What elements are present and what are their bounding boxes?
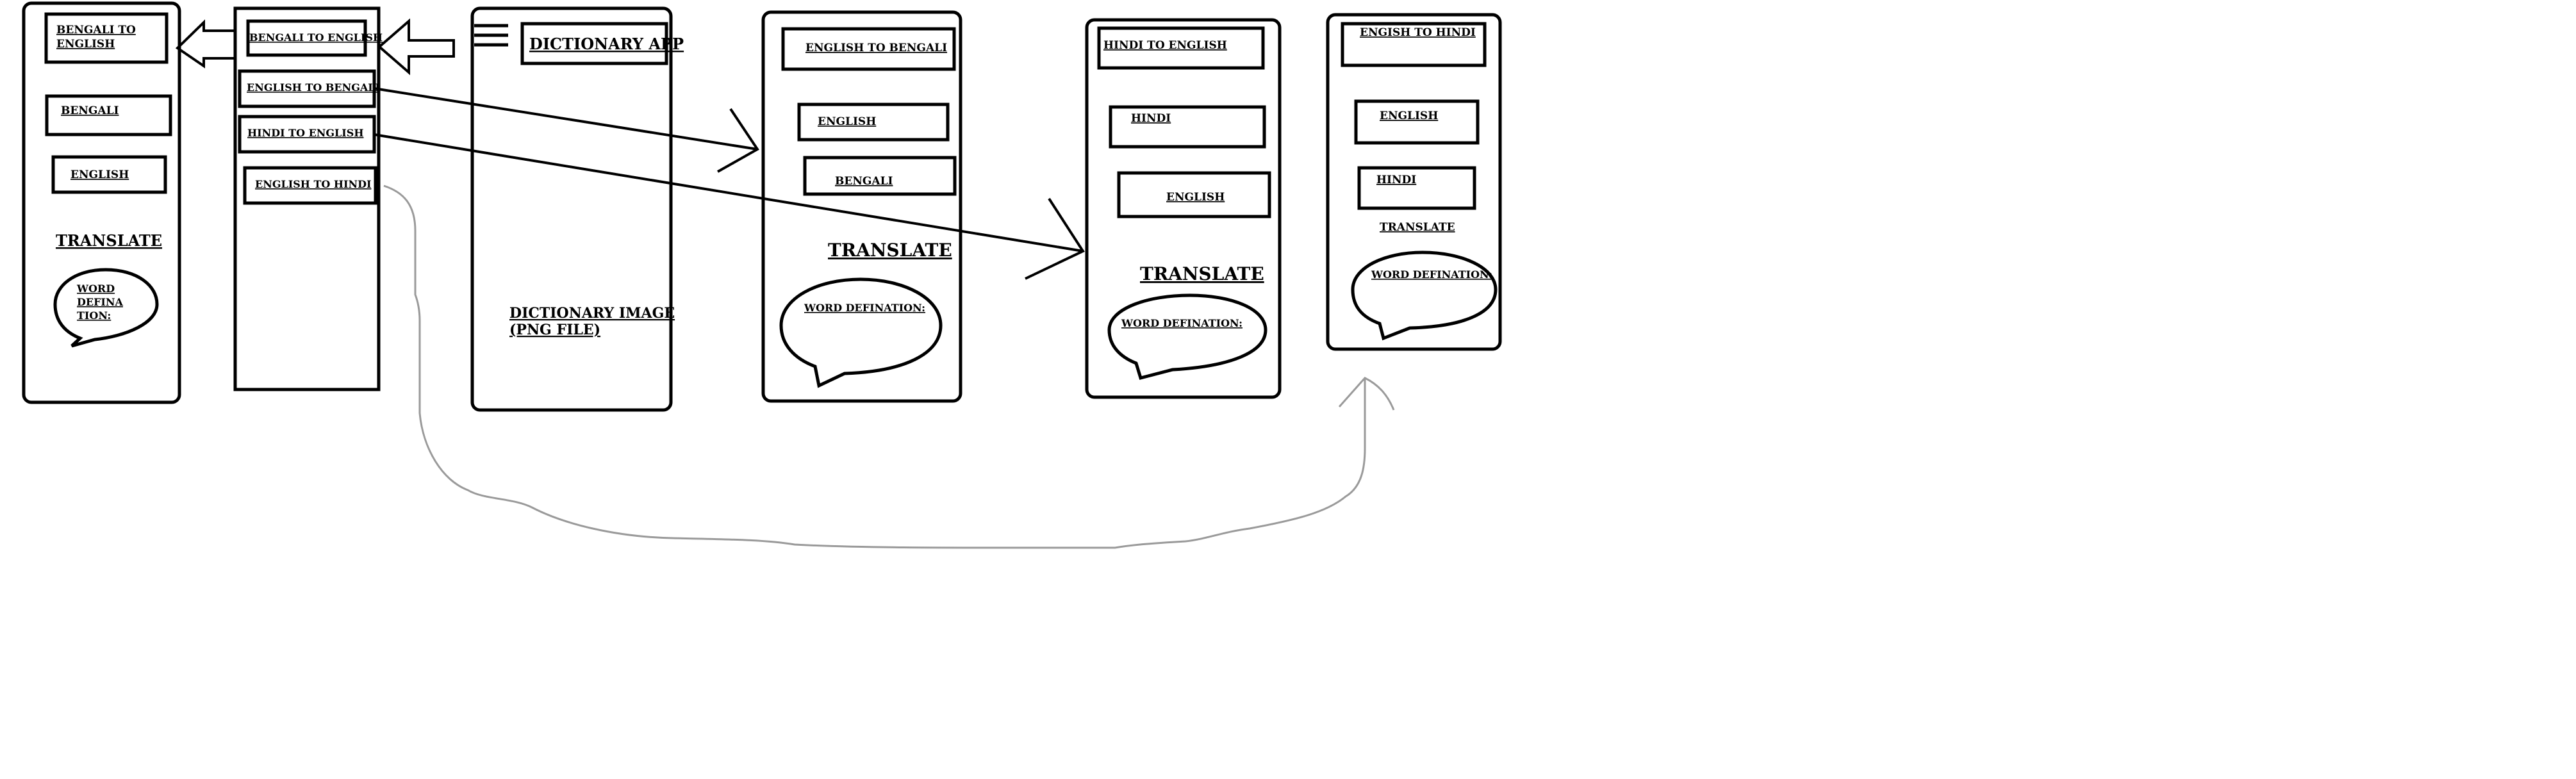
output-label: ENGLISH — [1166, 191, 1225, 204]
screen-title: ENGISH TO HINDI — [1360, 26, 1476, 39]
screen-home — [470, 6, 673, 412]
definition-bubble — [53, 268, 159, 348]
definition-label: WORD DEFINATION: — [804, 302, 925, 314]
definition-label: WORD DEFINATION: — [1121, 317, 1243, 329]
screen-title: ENGLISH TO BENGALI — [805, 42, 947, 54]
screen-title: HINDI TO ENGLISH — [1103, 39, 1227, 52]
screen-hindi-to-english — [1085, 18, 1282, 399]
definition-line: DEFINA — [77, 296, 124, 308]
output-box-english[interactable] — [1117, 171, 1271, 218]
input-box-english[interactable] — [797, 102, 950, 142]
connector-curve-to-english-to-hindi — [383, 184, 1366, 549]
block-arrow-left-icon — [377, 18, 455, 76]
translate-button[interactable]: TRANSLATE — [56, 231, 162, 250]
translate-button[interactable]: TRANSLATE — [1140, 263, 1264, 284]
menu-item-label: HINDI TO ENGLISH — [247, 127, 363, 139]
output-box-english[interactable] — [51, 155, 167, 194]
block-arrow-left-icon — [175, 19, 236, 69]
definition-bubble — [1107, 293, 1267, 381]
input-label: BENGALI — [61, 104, 119, 117]
menu-item-hindi-to-english[interactable] — [238, 115, 376, 154]
input-label: ENGLISH — [818, 115, 876, 128]
title-box-english-to-bengali — [781, 27, 956, 71]
output-box-hindi[interactable] — [1357, 166, 1476, 210]
screen-title-line2: ENGLISH — [56, 38, 115, 51]
output-label: BENGALI — [835, 175, 893, 188]
output-box-bengali[interactable] — [803, 156, 957, 196]
hamburger-menu-icon[interactable] — [474, 24, 508, 47]
title-box-hindi-to-english — [1097, 26, 1265, 70]
menu-item-label: ENGLISH TO HINDI — [255, 178, 371, 190]
definition-bubble — [779, 277, 943, 388]
title-box-english-to-hindi — [1341, 22, 1487, 67]
definition-label: WORD DEFINATION: — [1371, 268, 1492, 281]
connector-line-to-english-to-bengali — [374, 87, 758, 151]
output-label: ENGLISH — [70, 168, 129, 181]
arrowhead-icon — [1025, 197, 1085, 280]
arrowhead-icon — [1338, 377, 1395, 411]
screen-english-to-hindi — [1326, 13, 1502, 351]
screen-title-line1: BENGALI TO — [56, 24, 136, 37]
menu-item-english-to-hindi[interactable] — [243, 166, 377, 205]
output-label: HINDI — [1376, 174, 1416, 186]
title-box-bengali-to-english — [44, 12, 169, 64]
menu-item-label: ENGLISH TO BENGALI — [247, 81, 380, 94]
arrowhead-icon — [717, 108, 759, 173]
image-label-line1: DICTIONARY IMAGE — [509, 305, 675, 322]
definition-line: WORD — [76, 283, 115, 295]
translate-button[interactable]: TRANSLATE — [828, 240, 952, 261]
screen-navigation-menu — [233, 6, 381, 391]
screen-english-to-bengali — [761, 10, 962, 403]
app-title: DICTIONARY APP — [529, 35, 684, 53]
connector-line-to-hindi-to-english — [374, 133, 1084, 252]
definition-line: TION: — [77, 309, 111, 322]
input-label: ENGLISH — [1380, 110, 1438, 122]
screen-bengali-to-english — [22, 1, 181, 404]
definition-bubble — [1351, 250, 1498, 341]
input-label: HINDI — [1131, 112, 1171, 125]
input-box-english[interactable] — [1354, 99, 1480, 145]
image-label-line2: (PNG FILE) — [509, 322, 600, 338]
translate-button[interactable]: TRANSLATE — [1380, 221, 1455, 234]
input-box-bengali[interactable] — [45, 94, 172, 136]
menu-item-bengali-to-english[interactable] — [246, 19, 367, 57]
app-title-box — [520, 22, 668, 65]
input-box-hindi[interactable] — [1109, 105, 1266, 149]
menu-item-label: BENGALI TO ENGLISH — [249, 31, 383, 44]
